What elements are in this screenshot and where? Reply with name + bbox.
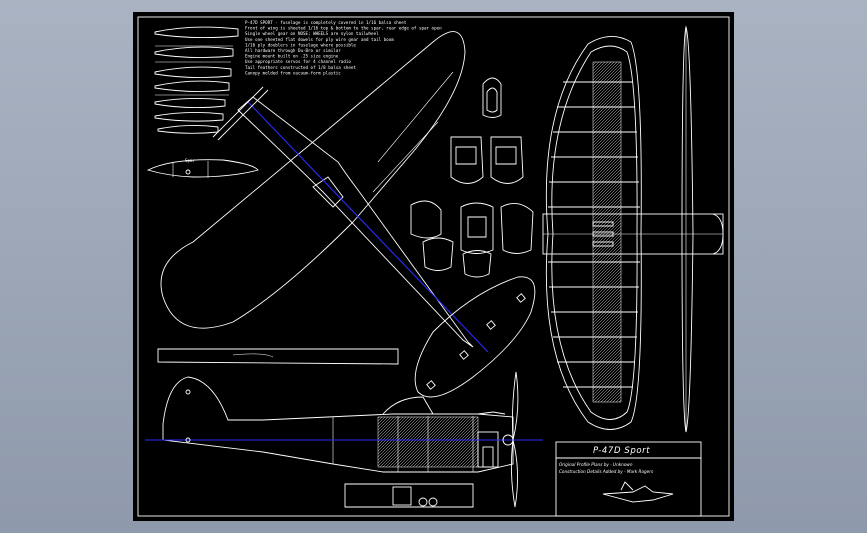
rib-templates <box>154 26 239 134</box>
title-block <box>555 441 702 517</box>
fuselage-side-view <box>145 371 543 508</box>
spar-label: Spar <box>185 158 196 163</box>
fuselage-strip <box>157 348 399 365</box>
wing-planform-side <box>160 31 466 329</box>
wing-airfoil <box>146 159 259 178</box>
note-line: Single wheel gear on NOSE; WHEELS are ny… <box>245 31 379 36</box>
note-line: Use one sheeted flat dowels for ply wire… <box>245 37 394 42</box>
credit-line-1: Original Profile Plans by - Unknown <box>559 462 633 467</box>
fuselage-formers <box>410 77 534 278</box>
note-line: Tail feathers constructed of 1/8 balsa s… <box>245 65 356 70</box>
note-line: 1/16 ply doublers in fuselage where poss… <box>245 42 356 47</box>
note-line: Canopy molded from vacuum-form plastic <box>245 70 341 75</box>
note-line: P-47D SPORT - fuselage is completely cov… <box>245 20 407 25</box>
drawing-sheet: Spar P-47D SPORT - fuselage is completel… <box>133 12 734 521</box>
credit-line-2: Construction Details Added by - Mark Rog… <box>559 469 654 474</box>
fuselage-top-view <box>212 86 489 353</box>
sheet-border <box>137 16 730 517</box>
note-line: Engine mount built on .25 size engine <box>245 54 339 59</box>
engine-cowl-detail <box>344 483 474 508</box>
wing-top-view <box>542 36 724 430</box>
drawing-title: P-47D Sport <box>593 446 650 456</box>
horizontal-stabilizer <box>414 276 536 398</box>
note-line: Use appropriate servos for 4 channel rad… <box>245 59 351 64</box>
plan-drawing: Spar P-47D SPORT - fuselage is completel… <box>137 16 730 517</box>
construction-notes: P-47D SPORT - fuselage is completely cov… <box>245 20 442 75</box>
note-line: All hardware through Du-Bro or similar <box>245 48 341 53</box>
note-line: Front of wing is sheeted 1/16 top & bott… <box>245 26 442 31</box>
wing-side-profile <box>681 25 694 433</box>
